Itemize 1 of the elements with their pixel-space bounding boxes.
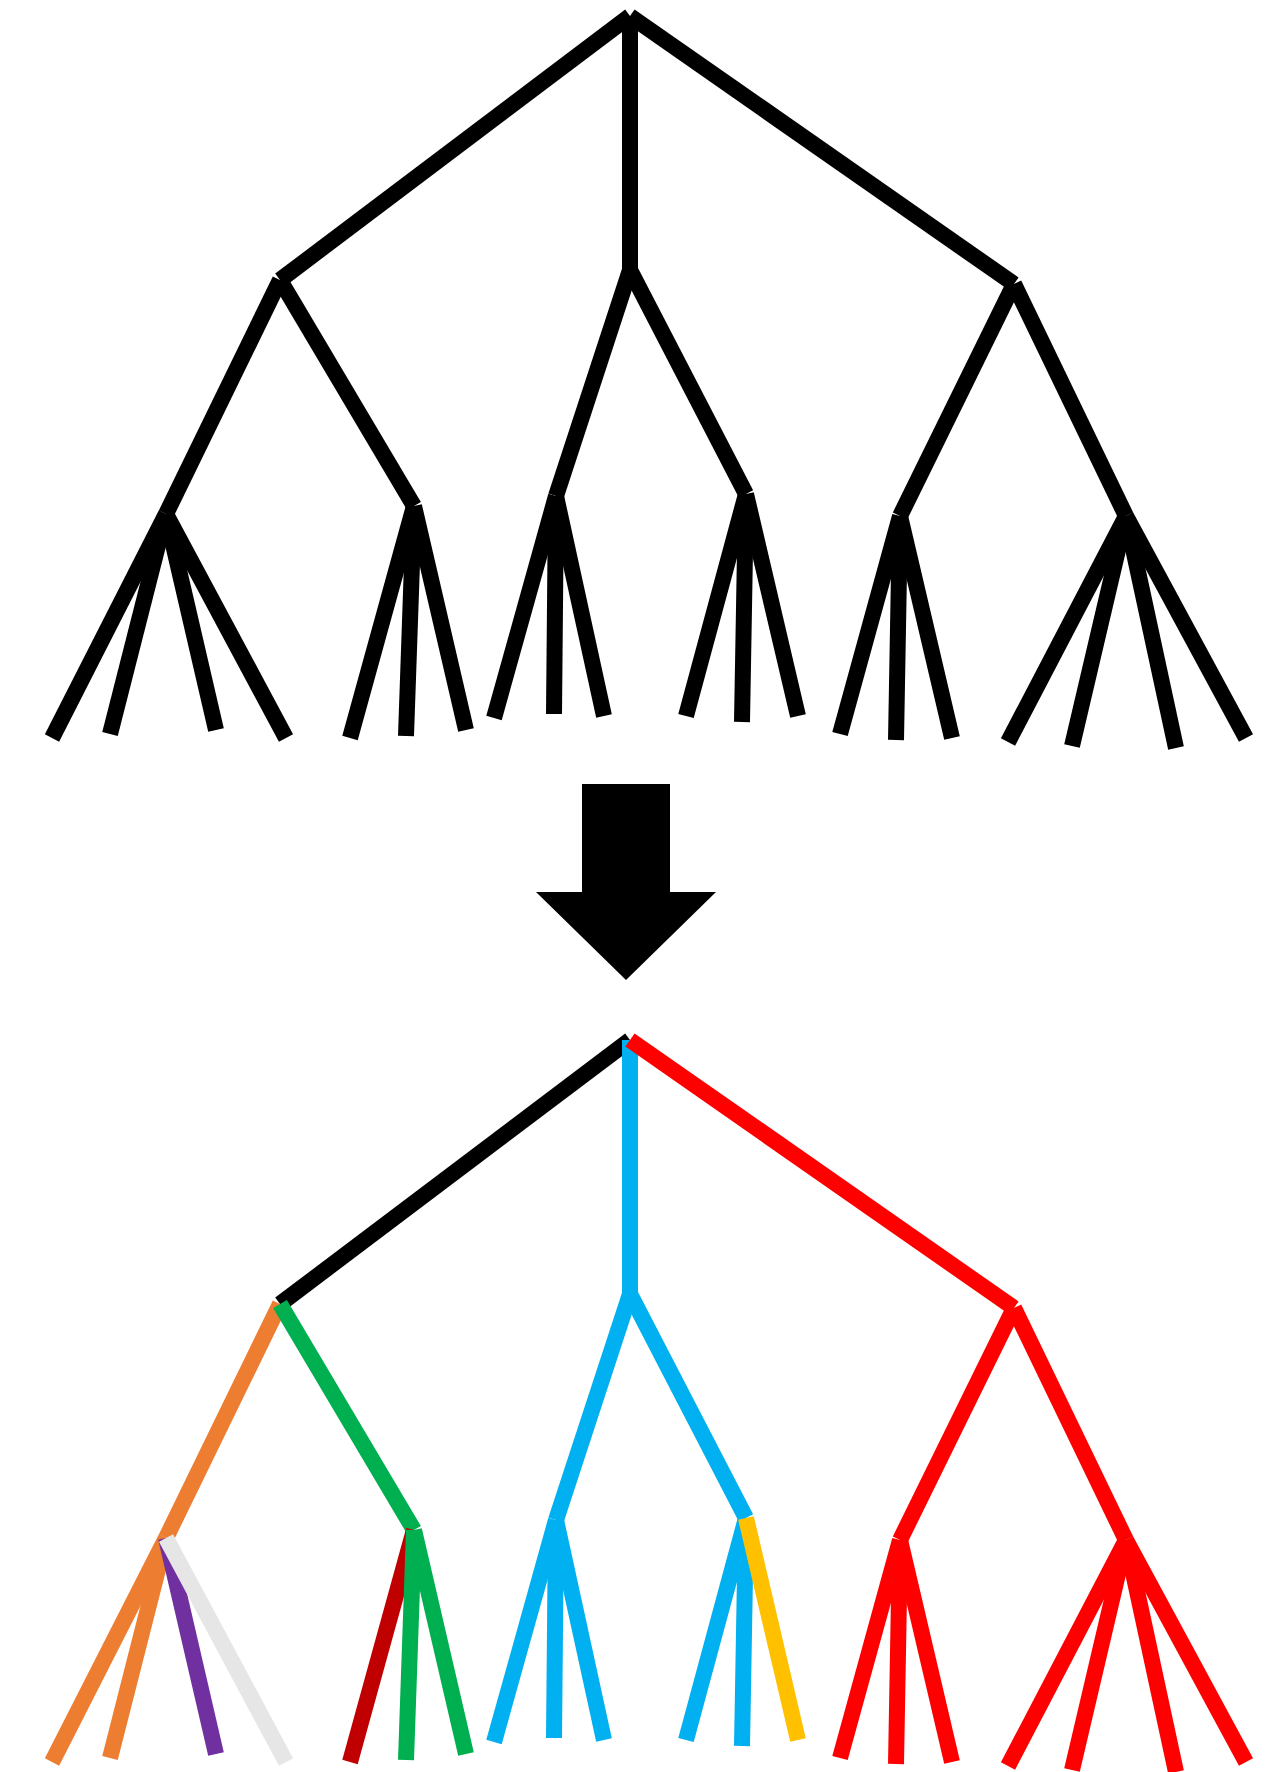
arrow (536, 784, 716, 980)
